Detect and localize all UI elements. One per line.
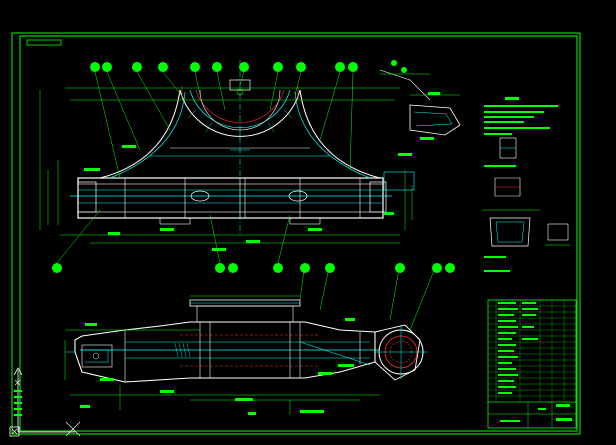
ucs-icon <box>9 367 75 437</box>
top-view <box>70 60 415 235</box>
section-sketches <box>482 137 570 247</box>
corner-tag <box>26 39 62 46</box>
parts-list-table <box>487 299 577 429</box>
technical-notes <box>484 97 558 272</box>
side-view <box>65 299 428 383</box>
detail-view-top-right <box>379 60 461 140</box>
outer-frame <box>11 32 581 435</box>
top-hole-left <box>190 190 210 202</box>
top-view-dimensions <box>39 87 413 244</box>
cradle-outer-arc <box>99 89 181 179</box>
side-view-dimensions <box>64 295 380 415</box>
side-arm <box>374 324 421 381</box>
crosshair-icon <box>65 421 81 437</box>
side-view-tags <box>80 318 355 415</box>
left-ruler <box>14 390 22 416</box>
top-balloons <box>52 62 455 331</box>
top-hole-right <box>288 190 308 202</box>
inner-frame <box>19 35 578 432</box>
